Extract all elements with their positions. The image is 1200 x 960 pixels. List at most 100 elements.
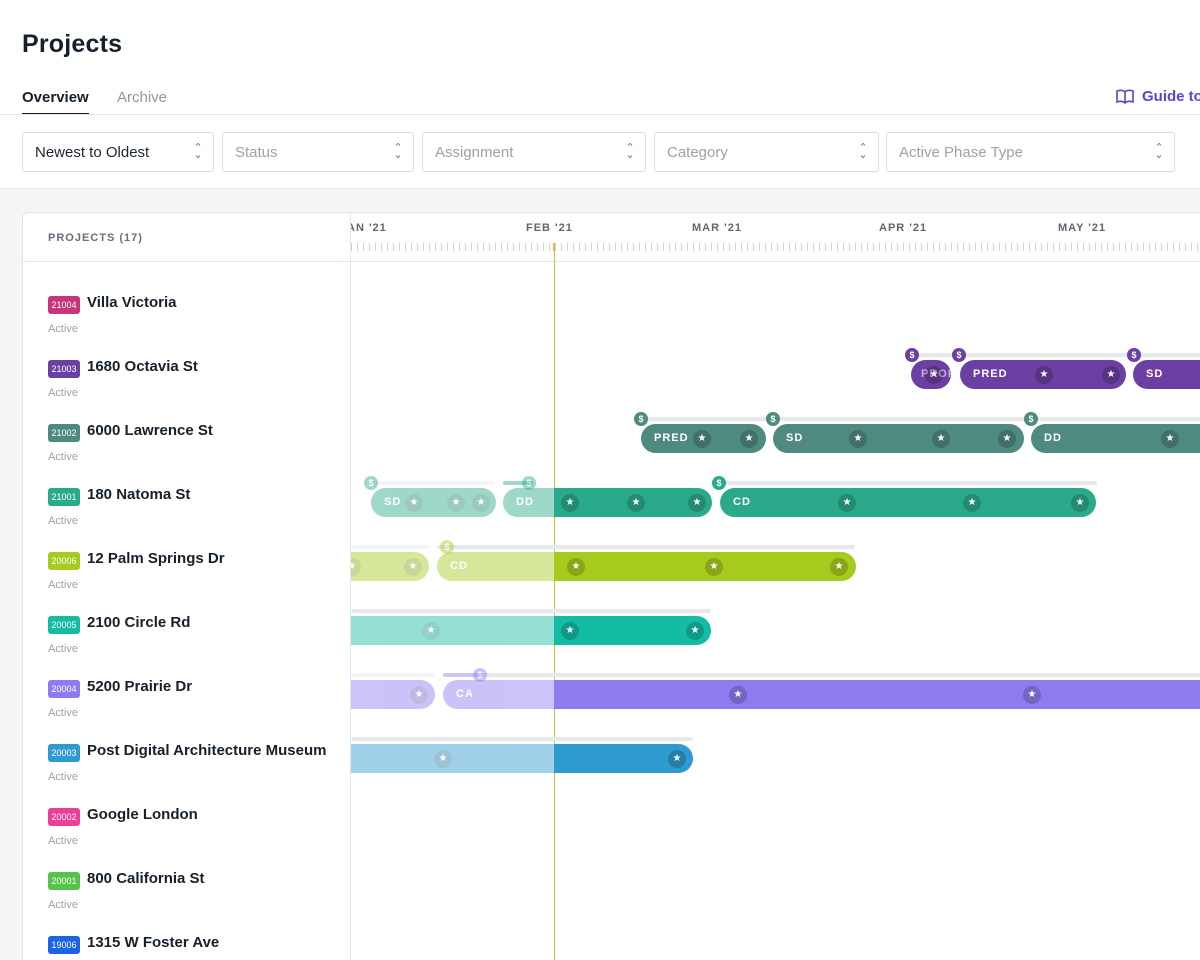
star-icon[interactable]: ★: [686, 622, 704, 640]
star-icon[interactable]: ★: [849, 430, 867, 448]
project-name[interactable]: 180 Natoma St: [87, 486, 191, 503]
star-icon[interactable]: ★: [561, 494, 579, 512]
phase-bar[interactable]: ★ ★ ★: [554, 552, 856, 581]
star-icon[interactable]: ★: [627, 494, 645, 512]
dollar-icon[interactable]: $: [473, 668, 487, 682]
phase-type-select[interactable]: Active Phase Type ⌃⌄: [886, 132, 1175, 172]
phase-bar[interactable]: CD: [437, 552, 567, 581]
phase-bar[interactable]: ★: [351, 616, 567, 645]
star-icon[interactable]: ★: [830, 558, 848, 576]
project-code-badge: 20006: [48, 552, 80, 570]
phase-bar[interactable]: DD ★: [1031, 424, 1200, 453]
star-icon[interactable]: ★: [838, 494, 856, 512]
project-name[interactable]: 2100 Circle Rd: [87, 614, 191, 631]
star-icon[interactable]: ★: [404, 558, 422, 576]
star-icon[interactable]: ★: [472, 494, 490, 512]
star-icon[interactable]: ★: [998, 430, 1016, 448]
star-icon[interactable]: ★: [561, 622, 579, 640]
project-row[interactable]: 20003 Post Digital Architecture Museum A…: [48, 739, 348, 789]
phase-bar[interactable]: CA: [443, 680, 567, 709]
star-icon[interactable]: ★: [693, 430, 711, 448]
dollar-icon[interactable]: $: [440, 540, 454, 554]
phase-bar[interactable]: ★ ★: [351, 552, 429, 581]
star-icon[interactable]: ★: [1035, 366, 1053, 384]
project-row[interactable]: 20005 2100 Circle Rd Active: [48, 611, 348, 661]
phase-bar[interactable]: PRED ★ ★: [960, 360, 1126, 389]
project-row[interactable]: 20004 5200 Prairie Dr Active: [48, 675, 348, 725]
phase-bar[interactable]: ★ ★ ★: [554, 488, 712, 517]
star-icon[interactable]: ★: [422, 622, 440, 640]
project-count-title: PROJECTS (17): [48, 232, 143, 244]
star-icon[interactable]: ★: [1071, 494, 1089, 512]
phase-bar[interactable]: SD ★ ★ ★: [773, 424, 1024, 453]
assignment-select[interactable]: Assignment ⌃⌄: [422, 132, 646, 172]
guide-link[interactable]: Guide to: [1116, 88, 1200, 105]
project-row[interactable]: 20002 Google London Active: [48, 803, 348, 853]
phase-bar[interactable]: SD: [1133, 360, 1200, 389]
star-icon[interactable]: ★: [1023, 686, 1041, 704]
project-row[interactable]: 21001 180 Natoma St Active: [48, 483, 348, 533]
dollar-icon[interactable]: $: [364, 476, 378, 490]
category-select[interactable]: Category ⌃⌄: [654, 132, 879, 172]
project-name[interactable]: 5200 Prairie Dr: [87, 678, 193, 695]
star-icon[interactable]: ★: [567, 558, 585, 576]
star-icon[interactable]: ★: [740, 430, 758, 448]
dollar-icon[interactable]: $: [522, 476, 536, 490]
project-row[interactable]: 21004 Villa Victoria Active: [48, 291, 348, 341]
phase-bar[interactable]: ★ ★: [554, 680, 1200, 709]
phase-bar[interactable]: CD ★ ★ ★: [720, 488, 1096, 517]
star-icon[interactable]: ★: [705, 558, 723, 576]
dollar-icon[interactable]: $: [1024, 412, 1038, 426]
project-row[interactable]: 20001 800 California St Active: [48, 867, 348, 917]
dollar-icon[interactable]: $: [905, 348, 919, 362]
project-row[interactable]: 21003 1680 Octavia St Active: [48, 355, 348, 405]
phase-bar[interactable]: ★: [351, 680, 435, 709]
star-icon[interactable]: ★: [405, 494, 423, 512]
star-icon[interactable]: ★: [1161, 430, 1179, 448]
project-name[interactable]: 12 Palm Springs Dr: [87, 550, 225, 567]
project-name[interactable]: 1680 Octavia St: [87, 358, 198, 375]
status-select[interactable]: Status ⌃⌄: [222, 132, 414, 172]
dollar-icon[interactable]: $: [952, 348, 966, 362]
star-icon[interactable]: ★: [447, 494, 465, 512]
phase-bar[interactable]: PROP ★: [911, 360, 955, 389]
project-name[interactable]: 800 California St: [87, 870, 205, 887]
star-icon[interactable]: ★: [925, 366, 943, 384]
phase-label: SD: [786, 432, 804, 444]
star-icon[interactable]: ★: [351, 558, 361, 576]
dollar-icon[interactable]: $: [634, 412, 648, 426]
phase-label: PRED: [654, 432, 689, 444]
project-name[interactable]: Villa Victoria: [87, 294, 177, 311]
sort-select[interactable]: Newest to Oldest ⌃⌄: [22, 132, 214, 172]
star-icon[interactable]: ★: [1102, 366, 1120, 384]
status-select-placeholder: Status: [235, 144, 278, 161]
star-icon[interactable]: ★: [932, 430, 950, 448]
dollar-icon[interactable]: $: [766, 412, 780, 426]
project-name[interactable]: 1315 W Foster Ave: [87, 934, 220, 951]
project-name[interactable]: 6000 Lawrence St: [87, 422, 213, 439]
project-name[interactable]: Google London: [87, 806, 198, 823]
star-icon[interactable]: ★: [410, 686, 428, 704]
star-icon[interactable]: ★: [434, 750, 452, 768]
star-icon[interactable]: ★: [963, 494, 981, 512]
phase-label: CA: [456, 688, 474, 700]
dollar-icon[interactable]: $: [712, 476, 726, 490]
tab-archive[interactable]: Archive: [117, 89, 168, 106]
star-icon[interactable]: ★: [668, 750, 686, 768]
star-icon[interactable]: ★: [729, 686, 747, 704]
today-marker: [553, 243, 555, 251]
phase-bar[interactable]: ★ ★: [554, 616, 711, 645]
phase-label: DD: [516, 496, 534, 508]
project-row[interactable]: 21002 6000 Lawrence St Active: [48, 419, 348, 469]
project-row[interactable]: 20006 12 Palm Springs Dr Active: [48, 547, 348, 597]
phase-bar[interactable]: SD ★ ★ ★: [371, 488, 496, 517]
star-icon[interactable]: ★: [688, 494, 706, 512]
project-status: Active: [48, 323, 78, 335]
tab-overview[interactable]: Overview: [22, 89, 89, 115]
project-name[interactable]: Post Digital Architecture Museum: [87, 742, 327, 759]
phase-bar[interactable]: PRED ★ ★: [641, 424, 766, 453]
phase-bar[interactable]: ★: [351, 744, 567, 773]
phase-bar[interactable]: ★: [554, 744, 693, 773]
dollar-icon[interactable]: $: [1127, 348, 1141, 362]
project-row[interactable]: 19006 1315 W Foster Ave: [48, 931, 348, 960]
